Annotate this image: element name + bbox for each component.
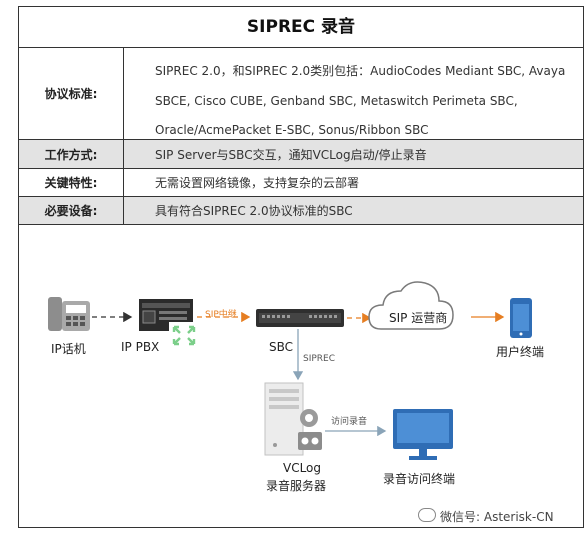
- siprec-label: SIPREC: [303, 354, 336, 364]
- required-equipment-label: 必要设备:: [19, 197, 124, 224]
- key-features-value: 无需设置网络镜像，支持复杂的云部署: [155, 176, 360, 190]
- row-working-mode: 工作方式: SIP Server与SBC交互，通知VCLog启动/停止录音: [19, 140, 583, 169]
- sip-trunk-label: SIP中继: [205, 310, 237, 320]
- ip-phone-label: IP话机: [51, 342, 86, 356]
- cloud-label: SIP 运营商: [389, 311, 448, 325]
- sbc-label: SBC: [269, 340, 294, 354]
- ip-pbx-label: IP PBX: [121, 340, 160, 354]
- recording-terminal-label: 录音访问终端: [383, 472, 456, 486]
- monitor-icon: [393, 409, 453, 460]
- protocol-standard-line: SBCE, Cisco CUBE, Genband SBC, Metaswitc…: [155, 93, 518, 108]
- wechat-watermark: 微信号: Asterisk-CN: [418, 508, 554, 525]
- diagram-svg: [48, 281, 532, 460]
- mobile-phone-icon: [510, 298, 532, 338]
- required-equipment-value: 具有符合SIPREC 2.0协议标准的SBC: [155, 204, 353, 218]
- watermark-text: 微信号: Asterisk-CN: [440, 510, 554, 524]
- vclog-server-icon: [264, 382, 322, 456]
- sbc-icon: [256, 309, 344, 327]
- user-terminal-label: 用户终端: [496, 345, 545, 359]
- protocol-standard-label: 协议标准:: [19, 48, 124, 139]
- key-features-label: 关键特性:: [19, 169, 124, 196]
- table-title: SIPREC 录音: [19, 7, 583, 48]
- working-mode-value: SIP Server与SBC交互，通知VCLog启动/停止录音: [155, 147, 427, 162]
- vclog-label-line1: VCLog: [282, 461, 322, 475]
- access-recording-label: 访问录音: [331, 417, 368, 427]
- network-diagram: IP话机 IP PBX SIP中继 SBC SIP 运营商 SIPREC 用户终…: [19, 225, 583, 527]
- row-protocol-standard: 协议标准: SIPREC 2.0，和SIPREC 2.0类别包括：AudioCo…: [19, 48, 583, 140]
- siprec-table: SIPREC 录音 协议标准: SIPREC 2.0，和SIPREC 2.0类别…: [18, 6, 584, 528]
- protocol-standard-line: SIPREC 2.0，和SIPREC 2.0类别包括：AudioCodes Me…: [155, 64, 566, 78]
- working-mode-label: 工作方式:: [19, 140, 124, 168]
- vclog-label-line2: 录音服务器: [266, 479, 327, 493]
- row-required-equipment: 必要设备: 具有符合SIPREC 2.0协议标准的SBC: [19, 197, 583, 225]
- protocol-standard-line: Oracle/AcmePacket E-SBC, Sonus/Ribbon SB…: [155, 123, 429, 137]
- row-key-features: 关键特性: 无需设置网络镜像，支持复杂的云部署: [19, 169, 583, 197]
- ip-phone-icon: [48, 297, 90, 331]
- wechat-icon: [418, 508, 436, 522]
- cloud-icon: [368, 281, 454, 330]
- ip-pbx-icon: [139, 299, 199, 348]
- protocol-standard-value: SIPREC 2.0，和SIPREC 2.0类别包括：AudioCodes Me…: [155, 48, 579, 139]
